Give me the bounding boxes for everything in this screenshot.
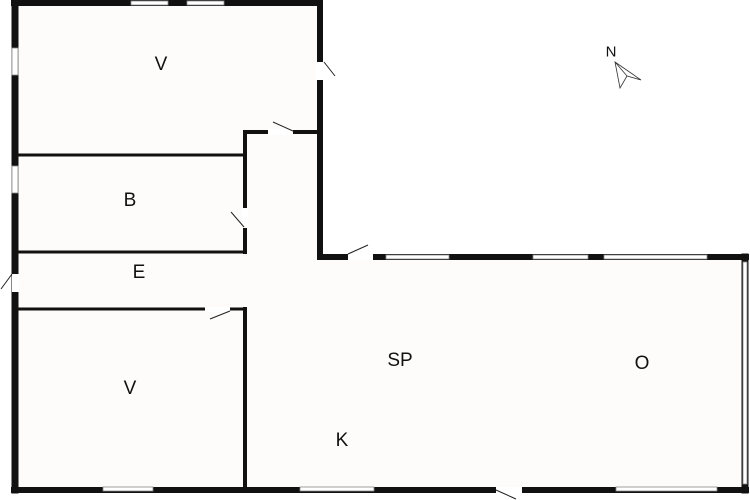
room-label-bedroom-top: V — [154, 54, 168, 75]
room-label-entrance: E — [132, 262, 146, 283]
room-label-dining: SP — [387, 350, 413, 371]
room-label-living: O — [634, 353, 650, 374]
compass-arrow-icon — [614, 61, 642, 90]
room-label-kitchen: K — [335, 430, 349, 451]
compass-north-label: N — [605, 43, 617, 61]
room-label-bedroom-bottom: V — [123, 378, 137, 399]
room-label-bathroom: B — [123, 190, 137, 211]
